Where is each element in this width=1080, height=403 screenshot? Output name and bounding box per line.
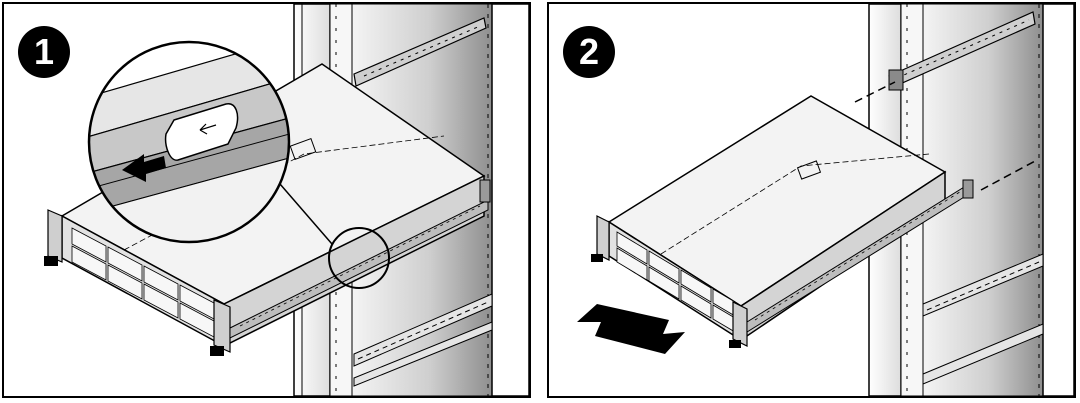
- left-arrow-tab-icon: [164, 103, 239, 161]
- rail-alignment-lines: [854, 81, 1038, 191]
- server-chassis: [591, 95, 974, 348]
- step-2-illustration: [577, 4, 1074, 396]
- pull-out-arrow-icon: [577, 304, 685, 354]
- step-1-illustration: [44, 4, 529, 396]
- zoom-detail: [87, 40, 333, 245]
- drive-bays: [616, 231, 736, 333]
- lower-rack-bracket: [922, 253, 1044, 385]
- step-1-panel: 1: [2, 2, 531, 398]
- step-number-badge: 2: [563, 26, 615, 78]
- upper-slide-rail: [353, 17, 487, 87]
- lower-rack-bracket: [353, 293, 493, 387]
- step-number-badge: 1: [18, 26, 70, 78]
- step-2-panel: 2: [547, 2, 1076, 398]
- release-tab-callout: [328, 227, 390, 289]
- upper-slide-rail: [888, 11, 1036, 91]
- drive-bays: [71, 227, 215, 338]
- slide-direction-arrow-icon: [122, 154, 166, 182]
